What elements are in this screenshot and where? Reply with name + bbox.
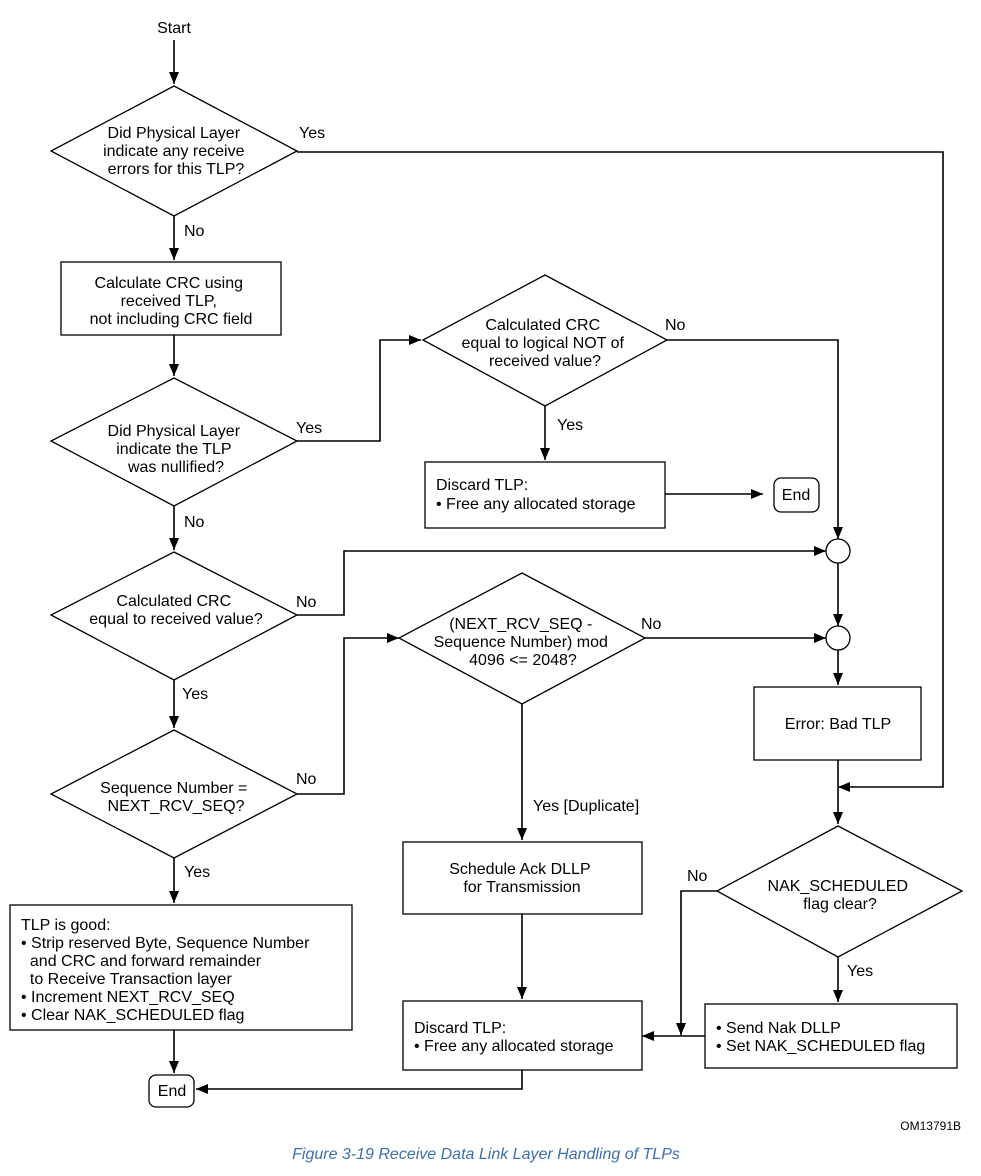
label-crcnot-no: No — [665, 317, 686, 334]
physical-errors-label: Did Physical Layer indicate any receive … — [103, 125, 249, 178]
sequence-equal-label: Sequence Number = NEXT_RCV_SEQ? — [100, 780, 252, 815]
label-null-no: No — [184, 514, 205, 531]
edge-crcnot-no — [667, 339, 843, 539]
end-2-label: End — [158, 1083, 186, 1100]
label-seqeq-yes: Yes — [184, 864, 210, 881]
start-label: Start — [157, 20, 191, 37]
process-discard-tlp-1 — [424, 461, 666, 529]
edge-nak-no — [676, 890, 717, 1035]
label-seqmod-no: No — [641, 616, 662, 633]
node-labels: Start Did Physical Layer indicate any re… — [0, 0, 925, 1100]
nullified-label: Did Physical Layer indicate the TLP was … — [108, 423, 245, 476]
process-send-nak — [704, 1003, 958, 1069]
label-seqeq-no: No — [296, 771, 317, 788]
edge-seqeq-no — [297, 633, 399, 795]
process-schedule-ack — [402, 841, 643, 915]
label-crceq-no: No — [296, 594, 317, 611]
edges — [169, 40, 944, 1094]
edge-crceq-no — [297, 546, 826, 616]
crc-logical-not-label: Calculated CRC equal to logical NOT of r… — [462, 317, 629, 370]
tlp-good-label: TLP is good: • Strip reserved Byte, Sequ… — [0, 0, 341, 1024]
junction-2 — [825, 625, 851, 651]
crc-equal-label: Calculated CRC equal to received value? — [89, 593, 263, 628]
terminal-end-2 — [148, 1074, 195, 1108]
decision-nak-scheduled — [715, 825, 964, 958]
error-bad-tlp-label: Error: Bad TLP — [785, 716, 891, 733]
decision-crc-equal — [49, 551, 299, 681]
edge-null-yes — [297, 335, 421, 442]
terminal-end-1 — [773, 477, 820, 513]
label-phys-no: No — [184, 223, 205, 240]
discard-tlp-2-label: Discard TLP: • Free any allocated storag… — [414, 1020, 614, 1055]
label-crcnot-yes: Yes — [557, 417, 583, 434]
edge-labels: Yes No Yes No No Yes No Yes No Yes [Dupl… — [182, 125, 873, 980]
label-phys-yes: Yes — [299, 125, 325, 142]
label-nak-yes: Yes — [847, 963, 873, 980]
decision-sequence-equal — [49, 729, 299, 859]
shapes — [9, 85, 964, 1108]
edge-phys-yes — [297, 151, 944, 792]
label-null-yes: Yes — [296, 420, 322, 437]
process-error-bad-tlp — [753, 686, 922, 761]
label-seqmod-yes: Yes [Duplicate] — [533, 798, 639, 815]
end-1-label: End — [782, 487, 810, 504]
discard-tlp-1-label: Discard TLP: • Free any allocated storag… — [436, 477, 636, 513]
decision-physical-errors — [49, 85, 299, 217]
decision-nullified — [49, 377, 299, 507]
decision-sequence-mod — [397, 572, 647, 705]
figure-caption: Figure 3-19 Receive Data Link Layer Hand… — [292, 1146, 680, 1163]
figure-id: OM13791B — [900, 1119, 961, 1133]
label-nak-no: No — [687, 868, 708, 885]
process-calculate-crc — [60, 261, 282, 336]
label-crceq-yes: Yes — [182, 686, 208, 703]
junction-1 — [825, 538, 851, 564]
process-discard-tlp-2 — [402, 1000, 643, 1071]
nak-scheduled-label: NAK_SCHEDULED flag clear? — [768, 878, 913, 913]
sequence-mod-label: (NEXT_RCV_SEQ - Sequence Number) mod 409… — [434, 616, 613, 669]
calculate-crc-label: Calculate CRC using received TLP, not in… — [90, 275, 253, 328]
edge-discard2-to-end2 — [196, 1070, 523, 1094]
send-nak-label: • Send Nak DLLP • Set NAK_SCHEDULED flag — [716, 1020, 925, 1055]
process-tlp-good — [9, 904, 353, 1031]
schedule-ack-label: Schedule Ack DLLP for Transmission — [449, 861, 595, 896]
decision-crc-logical-not — [421, 274, 669, 407]
